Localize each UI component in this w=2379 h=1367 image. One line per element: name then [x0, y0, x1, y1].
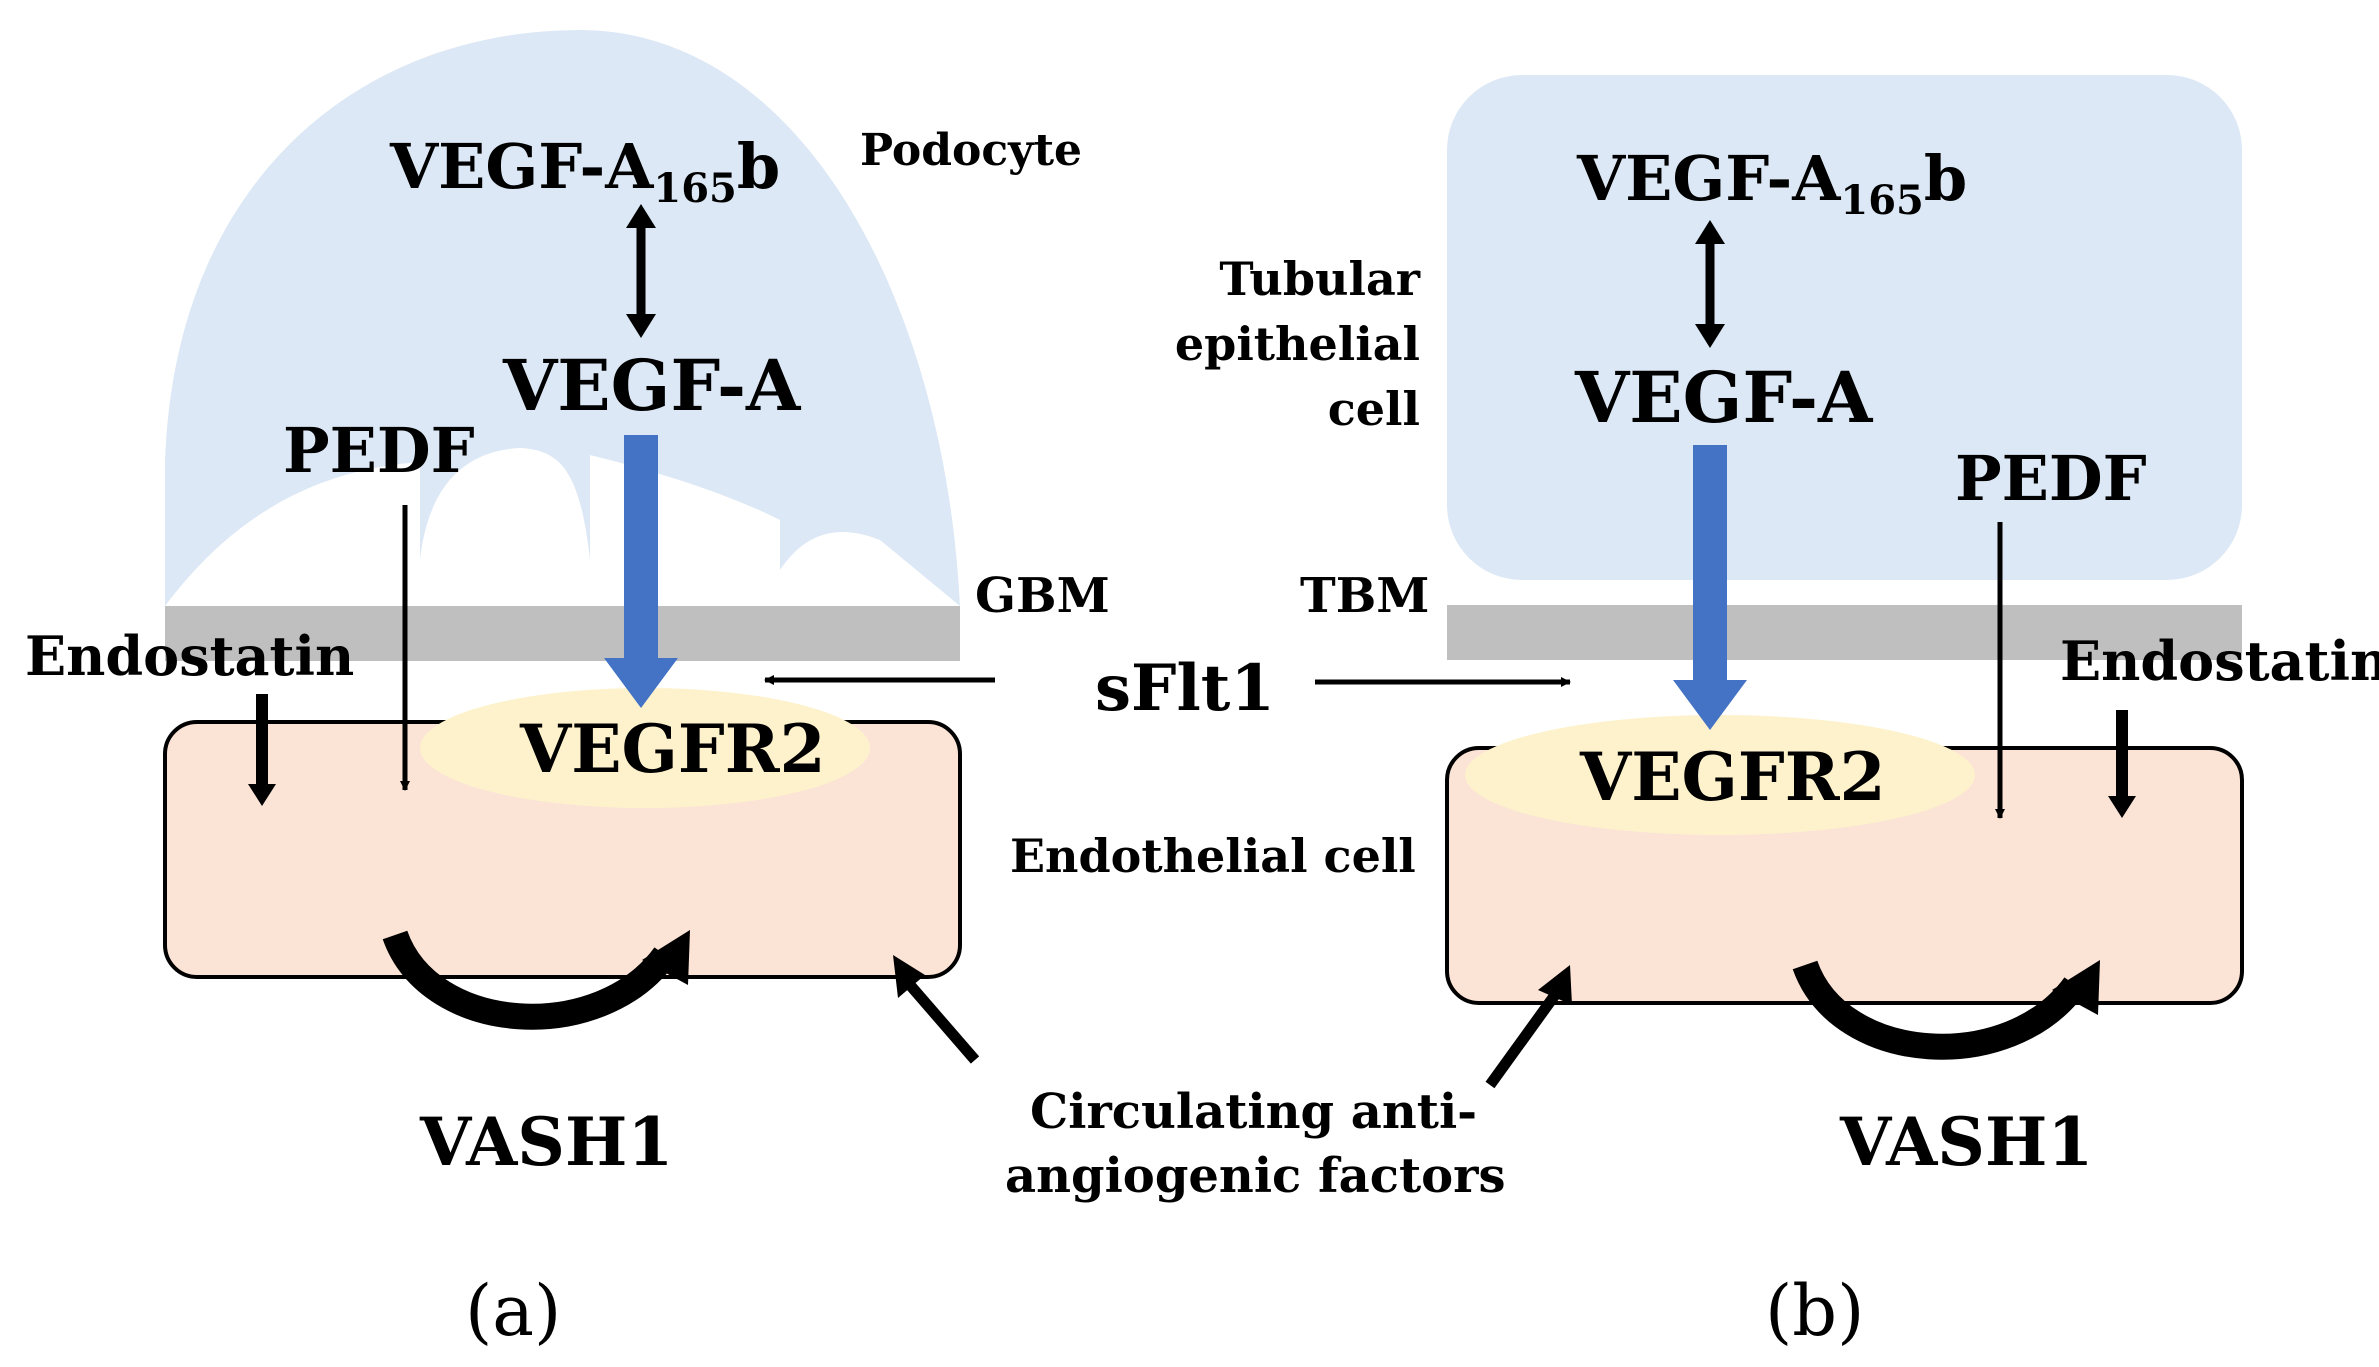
circulating-arrow-b	[1485, 965, 1572, 1089]
circulating-arrow-a	[893, 955, 980, 1064]
interconversion-arrow-b	[1695, 220, 1725, 348]
gbm-label: GBM	[975, 568, 1110, 624]
tubular-epithelial-cell	[1447, 75, 2242, 580]
vegf-a165b-label-b: VEGF-A165b	[1576, 142, 1967, 224]
vegfr2-receptor-a	[420, 688, 870, 808]
endostatin-arrow-a	[248, 694, 276, 806]
circulating-line-1: Circulating anti-	[1030, 1084, 1477, 1140]
vegf-signal-arrow-b	[1673, 445, 1747, 730]
vash1-label-a: VASH1	[419, 1103, 673, 1181]
panel-b: Tubular epithelial cell VEGF-A165b VEGF-…	[1175, 75, 2379, 1352]
vegf-signal-arrow-a	[604, 435, 678, 708]
podocyte-cell	[165, 30, 960, 606]
panel-a-label: (a)	[465, 1270, 561, 1352]
endostatin-label-b: Endostatin	[2060, 629, 2379, 693]
pedf-label-b: PEDF	[1955, 442, 2147, 515]
tubular-label-3: cell	[1328, 382, 1420, 436]
tubular-label-2: epithelial	[1175, 317, 1420, 371]
interconversion-arrow-a	[626, 204, 656, 338]
foot-process-gaps	[165, 448, 960, 606]
tbm-label: TBM	[1300, 568, 1429, 624]
vegfr2-label-a: VEGFR2	[519, 710, 826, 788]
tubular-label-1: Tubular	[1219, 252, 1420, 306]
gbm-membrane	[165, 606, 960, 661]
vegfr2-label-b: VEGFR2	[1579, 738, 1886, 816]
circulating-line-2: angiogenic factors	[1005, 1148, 1505, 1204]
vegf-a-label-a: VEGF-A	[502, 344, 802, 427]
endostatin-arrow-b	[2108, 710, 2136, 818]
vegf-a-label-b: VEGF-A	[1574, 356, 1874, 439]
center-labels: sFlt1 Endothelial cell Circulating anti-…	[764, 651, 1571, 1204]
vash1-feedback-arrow-a	[382, 930, 690, 1030]
pedf-label-a: PEDF	[283, 414, 475, 487]
endostatin-label-a: Endostatin	[25, 624, 354, 688]
tbm-membrane	[1447, 605, 2242, 660]
panel-b-label: (b)	[1765, 1270, 1864, 1352]
vash1-feedback-arrow-b	[1792, 960, 2100, 1060]
podocyte-label: Podocyte	[860, 125, 1082, 176]
panel-a: Podocyte VEGF-A165b VEGF-A PEDF GBM Endo…	[25, 30, 1110, 1352]
vash1-label-b: VASH1	[1839, 1103, 2093, 1181]
sflt1-label: sFlt1	[1095, 651, 1275, 726]
vegf-a165b-label-a: VEGF-A165b	[389, 130, 780, 212]
vegfr2-receptor-b	[1465, 715, 1975, 835]
endothelial-cell-label: Endothelial cell	[1010, 829, 1416, 883]
